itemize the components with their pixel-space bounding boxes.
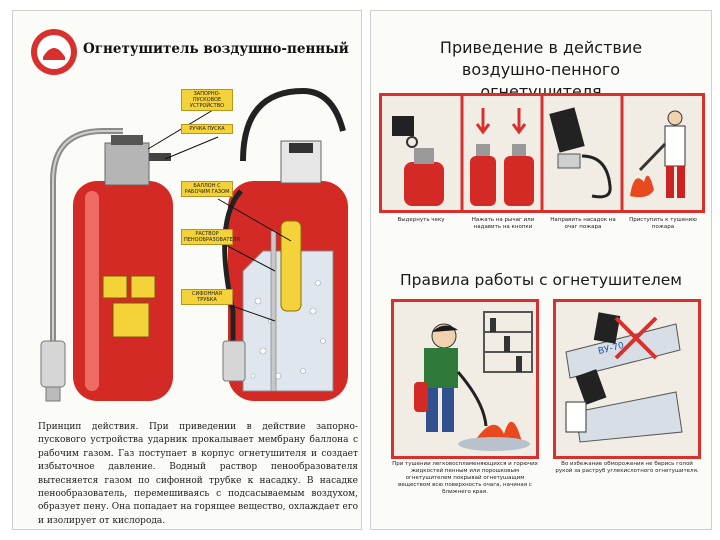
rules-title: Правила работы с огнетушителем — [399, 271, 682, 289]
rule-foam-illustration — [414, 311, 533, 451]
step-caption-2: Нажать на рычаг или надавить на кнопки — [471, 217, 535, 230]
operation-rules-sheet: Приведение в действие воздушно-пенного о… — [370, 10, 712, 530]
activation-steps-illustration — [392, 96, 686, 210]
extinguisher-illustration — [40, 87, 348, 402]
fire-service-emblem — [31, 29, 77, 75]
step-caption-1: Выдернуть чеку — [397, 217, 445, 223]
callout-handle: Ручка пуска — [181, 124, 233, 134]
rule-caption-2: Во избежание обморожения не берись голой… — [555, 461, 699, 474]
left-title: Огнетушитель воздушно-пенный — [83, 41, 349, 57]
extinguisher-diagram-sheet: Огнетушитель воздушно-пенный — [12, 10, 362, 530]
rule-caption-1: При тушении легковоспламеняющихся и горю… — [392, 461, 538, 495]
callout-solution: Раствор пенообразователя — [181, 229, 240, 245]
callout-siphon: Сифонная трубка — [181, 289, 233, 305]
rule-panel-foam — [391, 299, 539, 459]
activation-steps-strip — [379, 93, 705, 213]
step-caption-3: Направить насадок на очаг пожара — [550, 217, 616, 230]
step-caption-4: Приступить к тушению пожара — [629, 217, 697, 230]
callout-cylinder: Баллон с рабочим газом — [181, 181, 233, 197]
activation-title: Приведение в действие воздушно-пенного о… — [439, 38, 643, 101]
rule-co2-illustration — [565, 312, 683, 443]
callout-valve: Запорно-пусковое устройство — [181, 89, 233, 111]
principle-of-operation-text: Принцип действия. При приведении в дейст… — [38, 422, 358, 526]
rule-panel-co2: ВУ-70 — [553, 299, 701, 459]
